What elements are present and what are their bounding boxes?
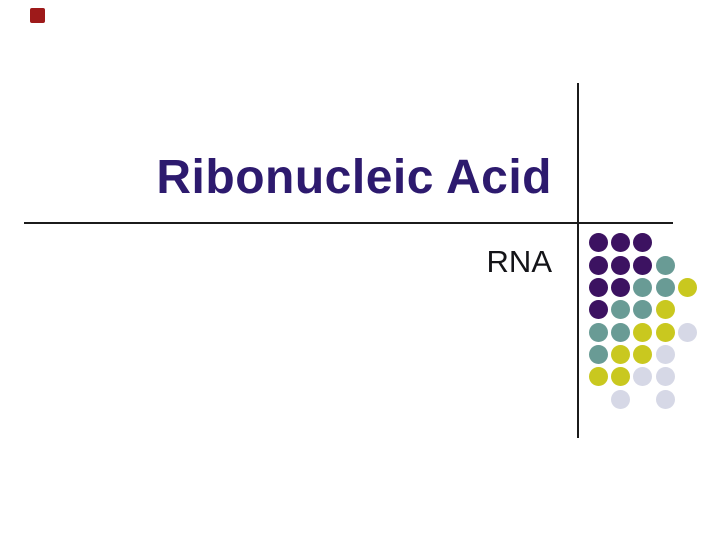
decor-dot <box>633 255 653 275</box>
decor-dot <box>678 322 698 342</box>
decor-dot <box>655 277 675 297</box>
decor-dot <box>611 255 631 275</box>
slide-title: Ribonucleic Acid <box>156 151 552 204</box>
decor-dot <box>611 300 631 320</box>
decor-dot <box>655 255 675 275</box>
slide-accent-square <box>30 8 45 23</box>
decor-dot <box>678 277 698 297</box>
decor-dot <box>588 255 608 275</box>
decor-dot <box>611 322 631 342</box>
decor-dot <box>655 300 675 320</box>
decor-dot <box>633 233 653 253</box>
decor-dot <box>633 367 653 387</box>
decor-dot <box>611 344 631 364</box>
decor-dot <box>588 367 608 387</box>
decor-dot <box>588 344 608 364</box>
decor-dot <box>655 367 675 387</box>
decor-dot <box>611 277 631 297</box>
decor-dot <box>655 389 675 409</box>
decor-dot <box>611 367 631 387</box>
vertical-divider-line <box>577 83 579 438</box>
decor-dot <box>588 233 608 253</box>
decor-dot <box>611 389 631 409</box>
decor-dot <box>611 233 631 253</box>
horizontal-divider-line <box>24 222 673 224</box>
decor-dot <box>633 277 653 297</box>
decor-dot <box>655 322 675 342</box>
decor-dot <box>588 277 608 297</box>
slide-subtitle: RNA <box>486 244 552 279</box>
decor-dot <box>655 344 675 364</box>
decor-dot <box>633 344 653 364</box>
decor-dot <box>633 300 653 320</box>
decor-dot <box>588 322 608 342</box>
decor-dot <box>633 322 653 342</box>
decor-dot <box>588 300 608 320</box>
